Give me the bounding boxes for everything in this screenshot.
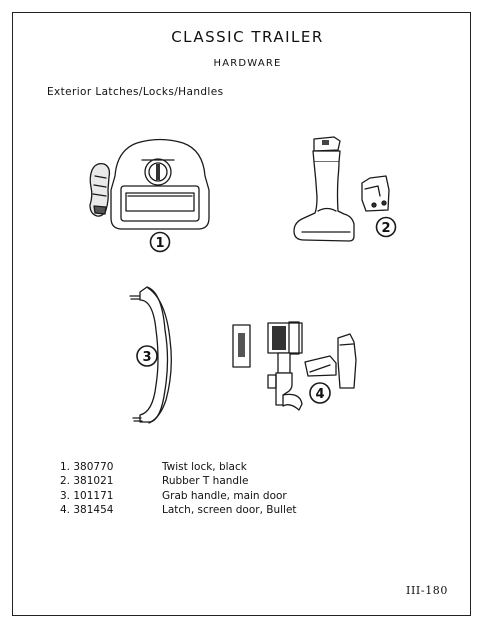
part-description: Rubber T handle bbox=[162, 475, 249, 488]
grab-handle-illustration: 3 bbox=[129, 286, 172, 424]
page-subtitle: HARDWARE bbox=[213, 58, 282, 69]
figure-label-1: 1 bbox=[155, 236, 164, 251]
parts-list: 1. 380770 Twist lock, black 2. 381021 Ru… bbox=[60, 460, 297, 517]
parts-list-item: 4. 381454 Latch, screen door, Bullet bbox=[60, 503, 297, 517]
part-number: 3. 101171 bbox=[60, 489, 114, 502]
figure-label-2: 2 bbox=[381, 221, 390, 236]
screen-door-latch-illustration: 4 bbox=[232, 321, 357, 411]
part-number: 2. 381021 bbox=[60, 475, 114, 488]
part-number: 4. 381454 bbox=[60, 503, 114, 516]
part-description: Twist lock, black bbox=[162, 461, 247, 473]
t-handle-illustration: 2 bbox=[293, 136, 397, 242]
figure-label-3: 3 bbox=[142, 350, 151, 365]
parts-list-item: 1. 380770 Twist lock, black bbox=[60, 460, 297, 474]
section-heading: Exterior Latches/Locks/Handles bbox=[47, 86, 224, 98]
twist-lock-illustration: 1 bbox=[89, 138, 210, 253]
figure-label-4: 4 bbox=[315, 387, 324, 402]
page-border bbox=[12, 12, 471, 616]
page-number: III-180 bbox=[406, 584, 448, 597]
part-number: 1. 380770 bbox=[60, 461, 114, 473]
parts-list-item: 3. 101171 Grab handle, main door bbox=[60, 489, 297, 503]
part-description: Latch, screen door, Bullet bbox=[162, 503, 297, 516]
part-description: Grab handle, main door bbox=[162, 489, 287, 502]
parts-list-item: 2. 381021 Rubber T handle bbox=[60, 474, 297, 488]
page-title: CLASSIC TRAILER bbox=[171, 28, 324, 46]
